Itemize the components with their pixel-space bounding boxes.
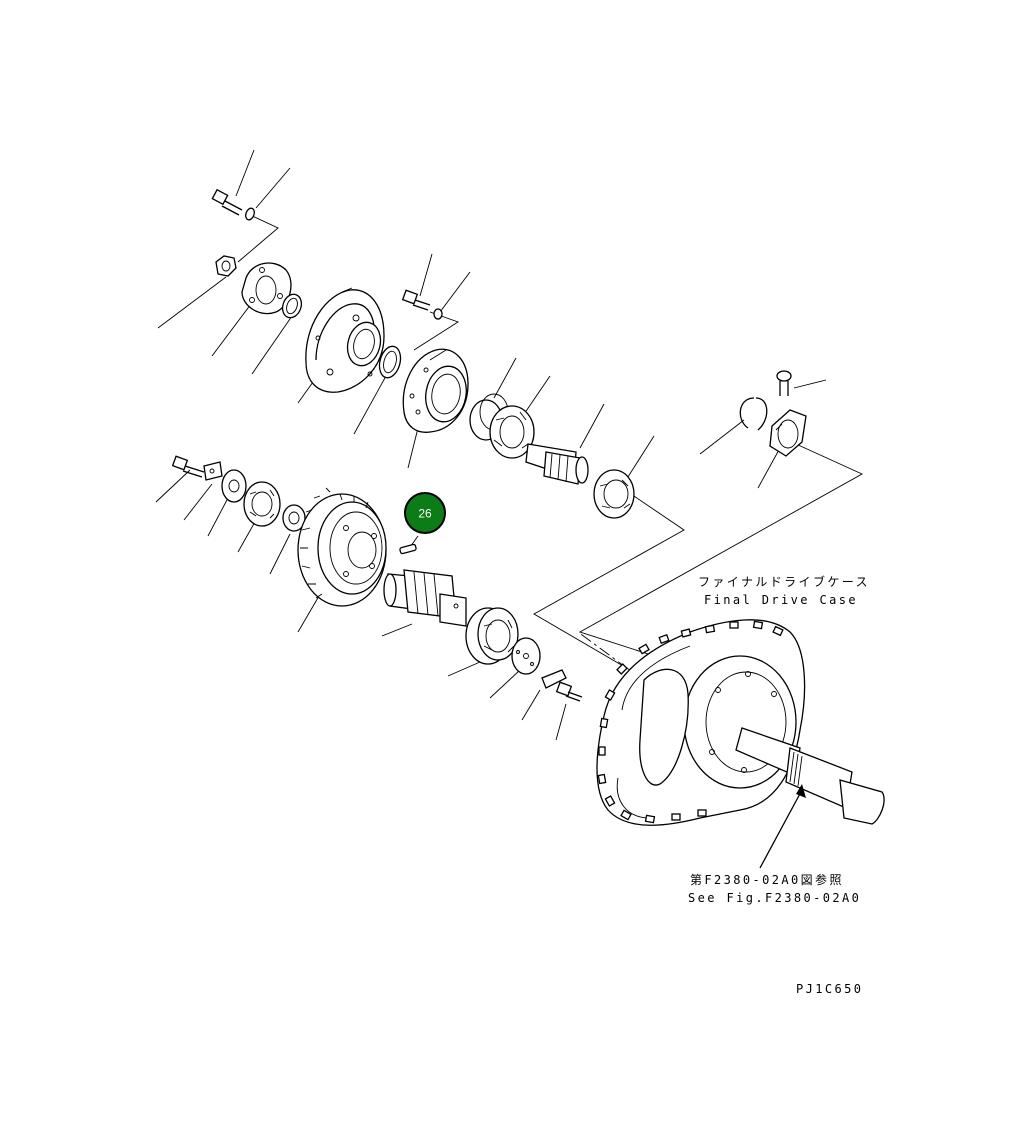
bolt-upper-mid — [401, 289, 431, 311]
spacer-lower-left — [221, 469, 247, 503]
label-final-drive-case-en: Final Drive Case — [704, 593, 858, 607]
pinion-shaft-upper — [525, 443, 589, 485]
washer-mid — [433, 308, 443, 320]
ring-gear — [297, 487, 387, 607]
washer-upper — [245, 207, 255, 221]
label-see-fig-en: See Fig.F2380-02A0 — [688, 891, 861, 905]
callout-number[interactable]: 26 — [418, 507, 432, 521]
bolt-lower-left — [171, 455, 205, 478]
part-callout-26[interactable]: 26 — [404, 492, 446, 534]
callout-circle[interactable] — [404, 492, 446, 534]
final-drive-case — [596, 619, 806, 826]
carrier-cover — [305, 287, 385, 393]
oil-seal-upper — [281, 293, 303, 319]
pinion-shaft-lower — [383, 569, 467, 627]
thrust-washer-lower-left — [282, 504, 306, 532]
hub-housing — [402, 348, 469, 433]
bearing-upper-right — [593, 469, 635, 519]
dowel-pin — [399, 543, 417, 555]
end-plate-lower — [511, 637, 541, 675]
seal-ring-mid — [378, 345, 402, 379]
nut-upper — [215, 255, 237, 277]
bolt-upper-left — [211, 188, 243, 216]
bolt-lower — [555, 681, 583, 702]
bolt-right — [776, 370, 792, 396]
lock-plate-lower — [541, 669, 567, 689]
reference-arrow — [759, 784, 806, 869]
output-shaft — [735, 727, 885, 825]
label-final-drive-case-jp: ファイナルドライブケース — [698, 574, 870, 589]
lock-plate-lower-left — [203, 461, 223, 481]
drawing-code: PJ1C650 — [796, 982, 863, 996]
lock-nut — [769, 409, 807, 457]
roller-bearing-upper — [489, 405, 535, 459]
bearing-lower — [465, 607, 519, 665]
snap-ring — [739, 397, 768, 431]
bearing-lower-left — [243, 481, 281, 527]
label-see-fig-jp: 第F2380-02A0図参照 — [690, 872, 844, 887]
